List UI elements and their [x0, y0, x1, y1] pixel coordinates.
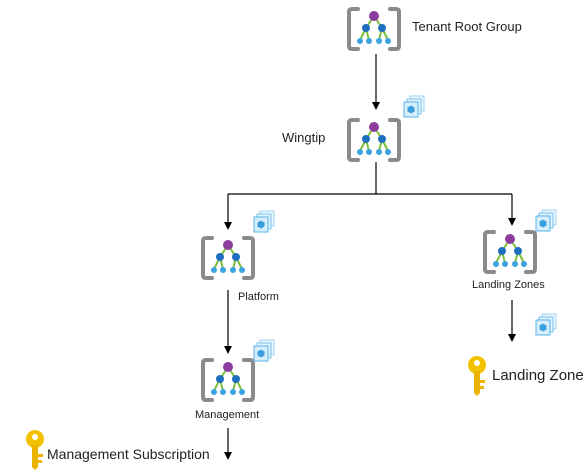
management-group-icon — [347, 118, 401, 162]
policy-stack-icon — [253, 339, 275, 362]
tenant-root-group-label: Tenant Root Group — [412, 19, 522, 34]
subscription-key-icon — [468, 356, 486, 396]
management-group-icon — [201, 236, 255, 280]
wingtip-label: Wingtip — [282, 130, 326, 145]
subscription-key-icon — [26, 430, 44, 470]
policy-stack-icon — [535, 313, 557, 336]
policy-stack-icon — [403, 95, 425, 118]
landing-zones-label: Landing Zones — [472, 279, 545, 291]
landing-zone-subscription-label: Landing Zone — [492, 367, 584, 384]
platform-label: Platform — [238, 291, 279, 303]
management-group-icon — [347, 7, 401, 51]
management-group-icon — [483, 230, 537, 274]
policy-stack-icon — [253, 210, 275, 233]
policy-stack-icon — [535, 209, 557, 232]
management-group-icon — [201, 358, 255, 402]
management-label: Management — [195, 409, 260, 421]
management-subscription-label: Management Subscription — [47, 446, 210, 462]
connectors — [224, 54, 516, 460]
